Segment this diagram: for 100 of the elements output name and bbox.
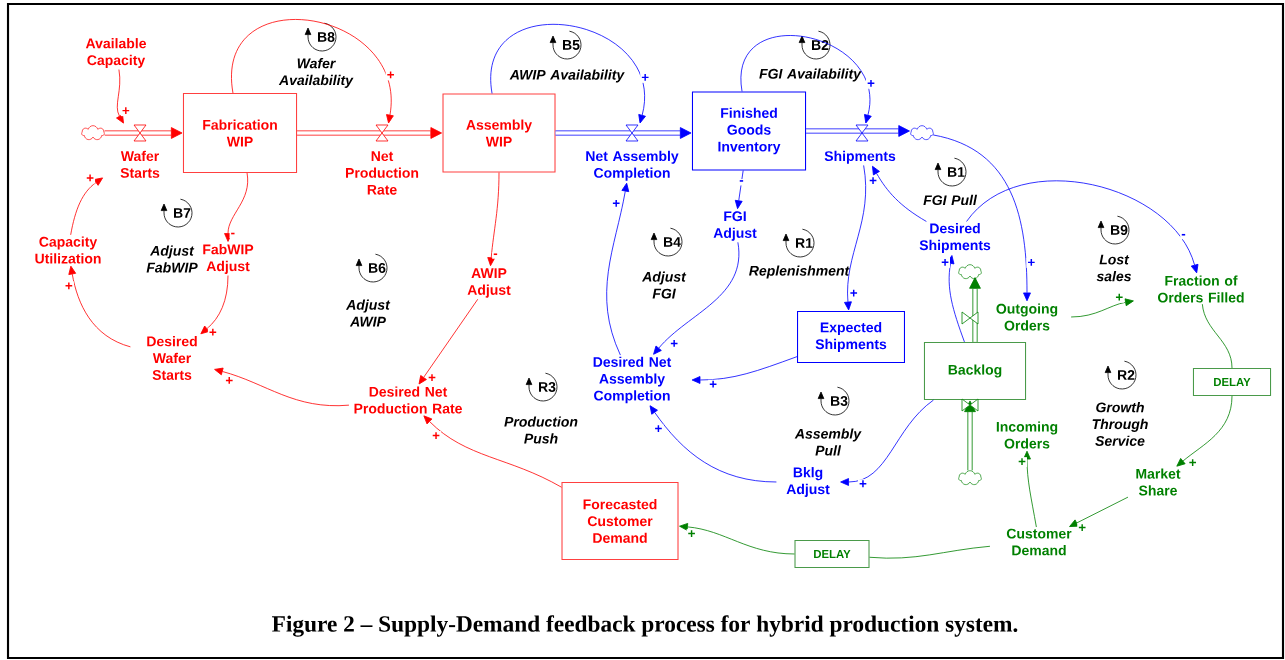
polarity-sign: + xyxy=(385,70,396,81)
loop-id: B1 xyxy=(948,167,965,177)
loop-id: B2 xyxy=(812,40,829,50)
arrow xyxy=(840,399,934,486)
flow-pipe xyxy=(104,127,183,139)
polarity-sign: - xyxy=(229,231,237,239)
loop-id: B8 xyxy=(318,32,335,42)
loop-id: R2 xyxy=(1118,370,1135,380)
loop-name: Wafer Availability xyxy=(278,58,354,88)
variable-box: Expected Shipments xyxy=(797,311,905,363)
cloud-symbol xyxy=(958,264,982,279)
polarity-sign: - xyxy=(1180,232,1187,240)
arrow xyxy=(68,265,131,348)
stock-box: Fabrication WIP xyxy=(182,93,298,173)
variable-label: Desired Shipments xyxy=(919,223,991,253)
variable-label: Bklg Adjust xyxy=(786,467,830,497)
loop-id: B3 xyxy=(831,396,848,406)
loop-name: Lost sales xyxy=(1096,254,1132,282)
loop-name: Growth Through Service xyxy=(1092,402,1148,446)
polarity-sign: + xyxy=(940,257,951,268)
arrow xyxy=(932,134,1031,302)
polarity-sign: + xyxy=(669,338,680,349)
arrow xyxy=(70,177,103,236)
loop-id: R3 xyxy=(539,382,556,392)
loop-id: B4 xyxy=(664,237,681,247)
loop-name: Adjust FabWIP xyxy=(146,245,198,273)
variable-label: Customer Demand xyxy=(1006,528,1072,556)
arrow xyxy=(418,298,479,385)
cloud-symbol xyxy=(81,125,105,140)
flow-rate-label: Net Production Rate xyxy=(346,151,419,195)
arrow xyxy=(1023,450,1037,528)
polarity-sign: + xyxy=(611,198,622,209)
polarity-sign: + xyxy=(120,106,131,117)
variable-label: Market Share xyxy=(1136,468,1181,496)
arrow xyxy=(606,182,630,356)
polarity-sign: + xyxy=(207,327,218,338)
flow-pipe xyxy=(964,400,976,471)
polarity-sign: + xyxy=(653,424,664,434)
arrow xyxy=(946,255,965,343)
arrow xyxy=(872,165,927,222)
variable-box: Forecasted Customer Demand xyxy=(561,481,679,561)
loop-id: R1 xyxy=(796,238,813,248)
arrow xyxy=(214,367,350,407)
variable-label: FabWIP Adjust xyxy=(203,244,254,274)
flow-pipe xyxy=(806,125,910,137)
polarity-sign: - xyxy=(738,179,745,186)
flow-rate-label: Net Assembly Completion xyxy=(586,150,679,181)
arrow xyxy=(741,35,872,124)
variable-label: Fraction of Orders Filled xyxy=(1158,275,1244,303)
polarity-sign: + xyxy=(640,72,651,83)
arrow xyxy=(679,523,795,555)
polarity-sign: + xyxy=(85,173,96,184)
polarity-sign: + xyxy=(1114,292,1125,303)
arrow xyxy=(231,19,394,124)
polarity-sign: + xyxy=(708,379,719,390)
polarity-sign: + xyxy=(1017,457,1027,468)
variable-label: FGI Adjust xyxy=(713,211,757,241)
polarity-sign: + xyxy=(858,479,868,490)
polarity-sign: + xyxy=(431,431,441,442)
arrow xyxy=(844,165,867,311)
arrow xyxy=(649,405,777,483)
variable-label: Desired Net Assembly Completion xyxy=(593,356,672,404)
polarity-sign: + xyxy=(868,176,878,187)
loop-name: Production Push xyxy=(504,416,578,444)
arrow xyxy=(423,415,562,488)
loop-id: B7 xyxy=(174,208,191,218)
polarity-sign: + xyxy=(1077,523,1088,534)
variable-label: Incoming Orders xyxy=(996,421,1058,449)
cloud-symbol xyxy=(958,470,982,485)
variable-label: Desired Net Production Rate xyxy=(354,386,462,414)
variable-label: Capacity Utilization xyxy=(35,236,101,264)
arrow xyxy=(116,69,124,124)
flow-pipe xyxy=(297,127,442,139)
polarity-sign: + xyxy=(686,529,697,540)
loop-name: FGI Availability xyxy=(759,68,862,82)
variable-label: Available Capacity xyxy=(85,38,146,68)
loop-id: B5 xyxy=(563,40,580,50)
caption: Figure 2 – Supply-Demand feedback process for hybrid production system. xyxy=(272,615,1018,637)
arrow xyxy=(653,241,740,355)
arrow xyxy=(1070,298,1134,318)
delay-box: DELAY xyxy=(1192,368,1272,396)
polarity-sign: + xyxy=(848,288,859,299)
stock-box: Finished Goods Inventory xyxy=(691,91,807,171)
polarity-sign: + xyxy=(63,281,74,292)
loop-id: B6 xyxy=(369,263,386,273)
polarity-sign: + xyxy=(1187,458,1198,468)
loop-name: Adjust FGI xyxy=(641,271,687,299)
loop-name: AWIP Availability xyxy=(509,69,625,83)
flow-rate-label: Shipments xyxy=(824,150,896,164)
arrow xyxy=(491,24,646,124)
arrow xyxy=(734,170,744,210)
loop-name: Assembly Pull xyxy=(794,428,862,456)
polarity-sign: + xyxy=(866,78,876,89)
arrow xyxy=(1069,496,1129,527)
delay-box: DELAY xyxy=(794,540,870,568)
flow-rate-label: Wafer Starts xyxy=(120,150,160,178)
cloud-symbol xyxy=(910,125,934,140)
arrow xyxy=(487,172,500,267)
stock-box: Assembly WIP xyxy=(442,93,556,173)
variable-label: Outgoing Orders xyxy=(996,303,1058,331)
